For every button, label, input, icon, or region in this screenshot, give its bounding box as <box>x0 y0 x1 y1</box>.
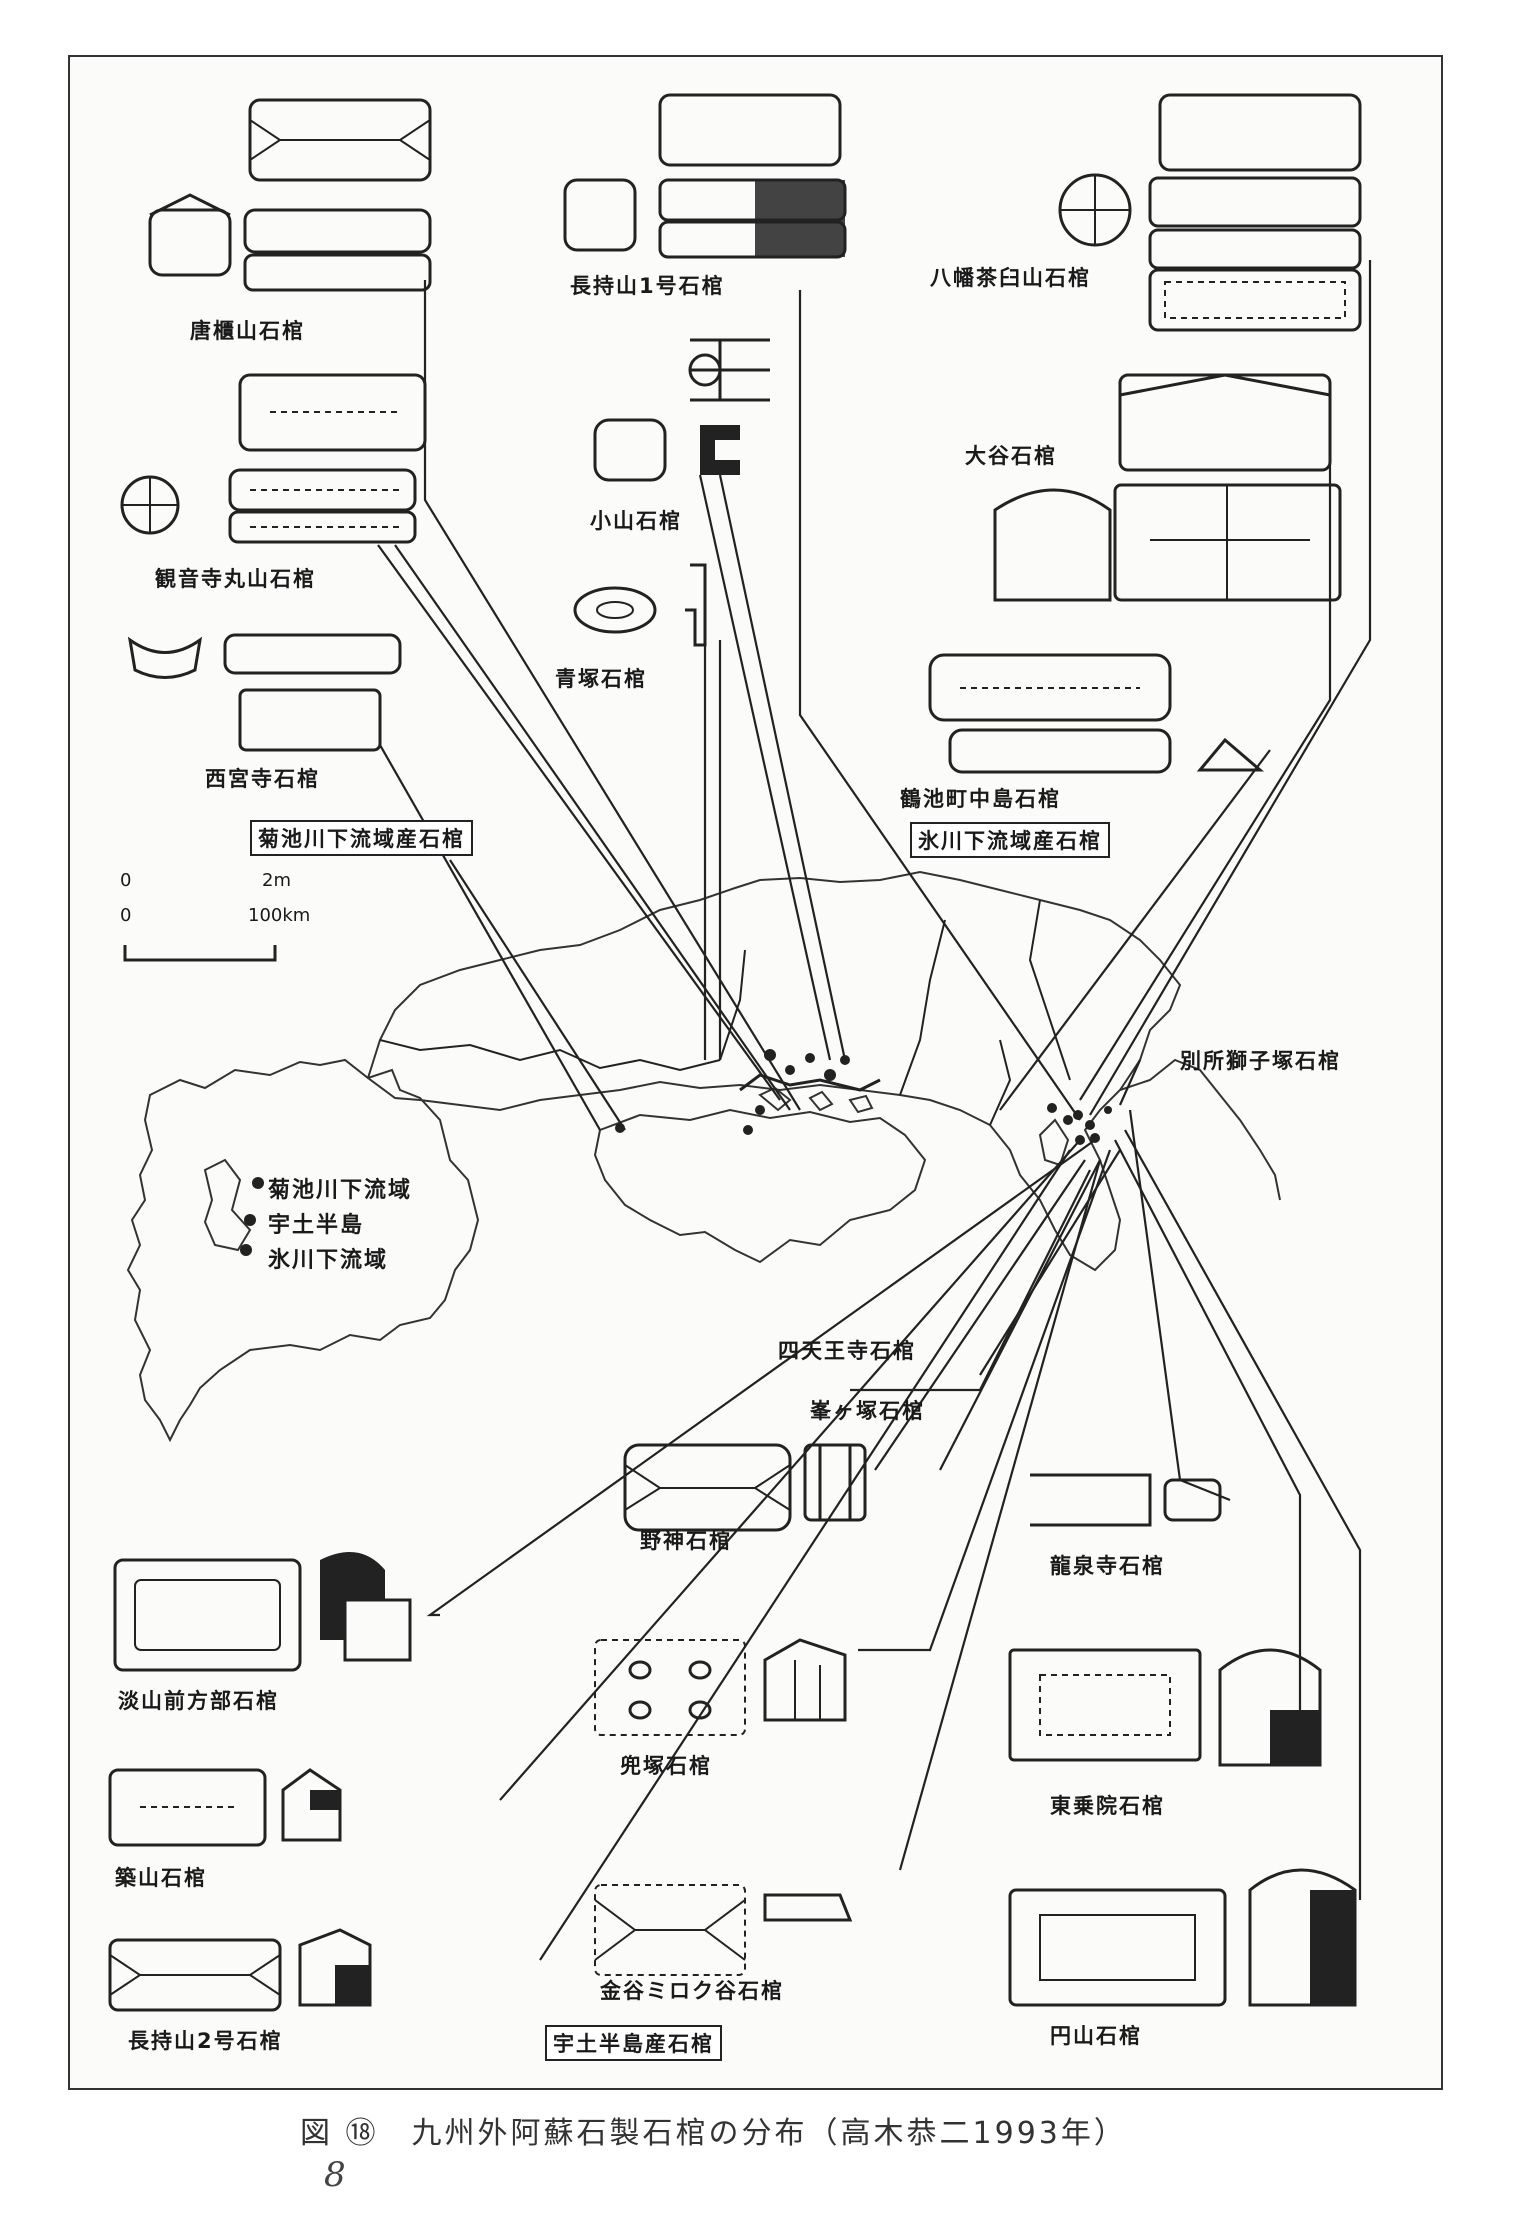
coffin-drawing-nakajima <box>928 653 1265 774</box>
coffin-drawing-kanaya-mirokudani <box>594 1884 853 1976</box>
label-nogami: 野神石棺 <box>640 1529 732 1553</box>
ariake-bay <box>203 1158 252 1252</box>
label-sainenji: 西宮寺石棺 <box>205 767 320 791</box>
label-kannonji-maruyama: 観音寺丸山石棺 <box>155 567 316 591</box>
coffin-drawing-tsukiyama <box>108 1768 342 1847</box>
label-otani: 大谷石棺 <box>965 444 1057 468</box>
coffin-drawing-sainenji <box>127 633 402 752</box>
label-tsukiyama: 築山石棺 <box>115 1866 207 1890</box>
coffin-drawing-otani <box>993 373 1342 602</box>
coffin-drawing-koyama <box>593 338 770 482</box>
label-group-uto: 宇土半島産石棺 <box>545 2025 722 2061</box>
coffin-drawing-nogami <box>623 1443 867 1532</box>
scale-km: 100km <box>248 905 311 926</box>
shikoku-coastline <box>593 1108 927 1264</box>
handwritten-figure-number: 8 <box>324 2155 346 2195</box>
label-bessho-shishizuka: 別所獅子塚石棺 <box>1180 1049 1341 1073</box>
label-shitennoji: 四天王寺石棺 <box>778 1339 916 1363</box>
label-koyama: 小山石棺 <box>590 509 682 533</box>
honshu-coastline <box>366 870 1182 1272</box>
label-aozuka: 青塚石棺 <box>555 667 647 691</box>
label-tsuruchicho-nakajima: 鶴池町中島石棺 <box>900 787 1061 811</box>
label-maruyama: 円山石棺 <box>1050 2024 1142 2048</box>
scale-zero-bottom: 0 <box>120 905 132 926</box>
awaji-island <box>1038 1118 1070 1167</box>
label-hachiman-chausuyama: 八幡茶臼山石棺 <box>930 266 1091 290</box>
kyushu-coastline <box>126 1058 480 1443</box>
label-nagamochiyama2: 長持山2号石棺 <box>128 2029 283 2053</box>
scale-bar <box>123 945 277 962</box>
label-mineagatsuka: 峯ヶ塚石棺 <box>810 1399 925 1423</box>
inland-sea-islands <box>758 1086 874 1114</box>
coffin-drawing-kabutozuka <box>594 1638 847 1736</box>
coffin-drawing-toujouin <box>1008 1648 1322 1767</box>
label-usuyama-zenpobu: 淡山前方部石棺 <box>118 1689 279 1713</box>
label-source-hikawa: 氷川下流域 <box>268 1248 389 1273</box>
coffin-drawing-nagamochiyama2 <box>108 1928 372 2012</box>
label-group-hikawa: 氷川下流域産石棺 <box>910 822 1110 858</box>
coffin-drawing-kurumazukayama <box>148 98 432 292</box>
label-kanaya-mirokudani: 金谷ミロク谷石棺 <box>600 1979 784 2003</box>
label-kabutozuka: 兜塚石棺 <box>620 1754 712 1778</box>
coffin-drawing-aozuka <box>573 563 707 647</box>
scale-two-m: 2m <box>262 870 291 891</box>
inner-borders <box>379 899 1071 1126</box>
connector-lines <box>377 260 1372 1961</box>
figure-caption: 図 ⑱ 九州外阿蘇石製石棺の分布（高木恭二1993年） <box>300 2116 1127 2151</box>
scale-zero-top: 0 <box>120 870 132 891</box>
coffin-drawing-usuyama <box>113 1552 412 1672</box>
label-kurumazukayama: 唐櫃山石棺 <box>190 319 305 343</box>
label-toujouin: 東乗院石棺 <box>1050 1794 1165 1818</box>
site-cluster-kibi <box>615 1049 881 1135</box>
label-nagamochiyama1: 長持山1号石棺 <box>570 274 725 298</box>
label-source-kikuchi: 菊池川下流域 <box>268 1178 413 1203</box>
coffin-drawing-maruyama <box>1008 1868 1357 2007</box>
coffin-drawing-ryusenji <box>1030 1473 1222 1527</box>
coffin-drawing-kannonji-maruyama <box>120 373 427 544</box>
coffin-drawing-nagamochiyama1 <box>563 93 847 259</box>
figure-frame <box>68 55 1443 2090</box>
coffin-drawing-hachiman-chausuyama <box>1058 93 1362 332</box>
honshu-coastline-east <box>1119 1058 1281 1201</box>
label-source-uto: 宇土半島 <box>268 1213 365 1238</box>
label-ryusenji: 龍泉寺石棺 <box>1050 1554 1165 1578</box>
source-area-marks <box>240 1177 264 1256</box>
label-group-kikuchi: 菊池川下流域産石棺 <box>250 820 473 856</box>
